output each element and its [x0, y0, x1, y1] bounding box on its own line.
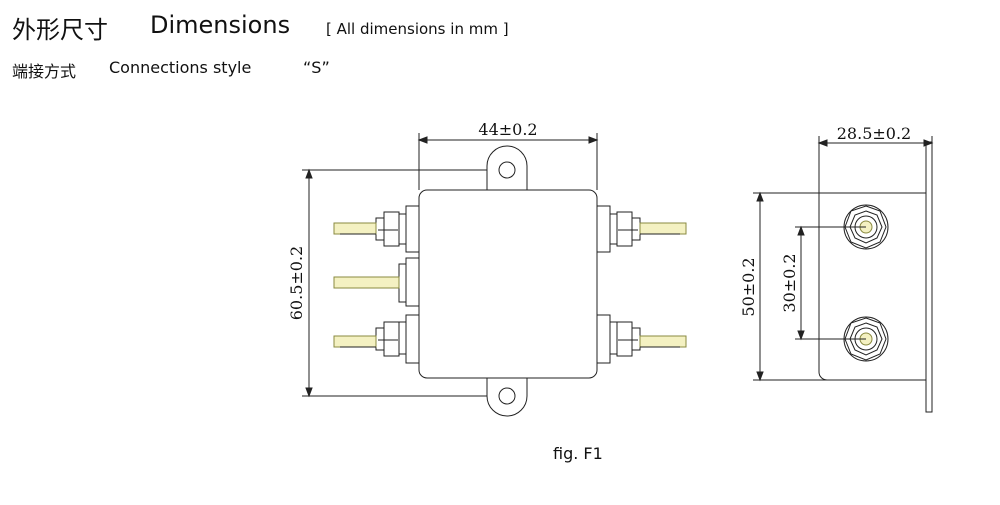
mounting-flange: [925, 141, 933, 413]
connection-style-value: “S”: [303, 58, 330, 77]
title-english: Dimensions: [150, 11, 291, 39]
front-view: [302, 133, 687, 417]
bottom-mounting-ear: [486, 378, 528, 417]
units-note: [ All dimensions in mm ]: [326, 20, 509, 38]
pitch-label: 30±0.2: [780, 253, 799, 312]
width-label: 44±0.2: [478, 120, 537, 139]
height-label: 60.5±0.2: [287, 246, 306, 320]
title-chinese: 外形尺寸: [12, 16, 108, 44]
top-mounting-ear: [486, 145, 528, 190]
side-height-label: 50±0.2: [739, 257, 758, 316]
filter-body: [418, 189, 598, 379]
figure-caption: fig. F1: [553, 444, 603, 463]
side-height-dimension: [753, 191, 827, 382]
pitch-dimension: [795, 225, 866, 341]
depth-label: 28.5±0.2: [837, 124, 911, 143]
width-dimension: [417, 133, 599, 190]
connection-label-chinese: 端接方式: [12, 62, 77, 81]
depth-dimension: [817, 136, 934, 193]
side-view: [753, 136, 934, 413]
height-dimension: [302, 168, 487, 398]
connection-label-english: Connections style: [109, 58, 252, 77]
